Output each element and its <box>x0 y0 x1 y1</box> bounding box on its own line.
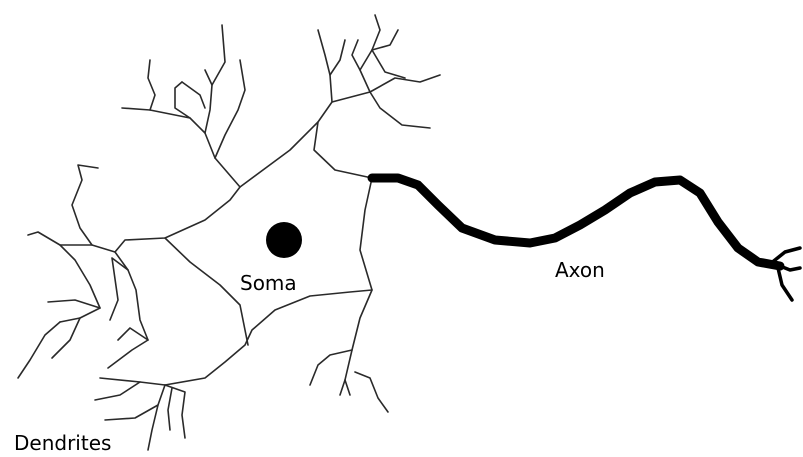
dendrites-label: Dendrites <box>14 431 111 455</box>
dendrites-bottom <box>94 327 186 451</box>
axon-label: Axon <box>555 258 605 282</box>
nucleus <box>266 222 302 258</box>
dendrites-upper-right <box>317 14 441 129</box>
soma-outline <box>99 91 373 386</box>
soma-label: Soma <box>240 271 297 295</box>
axon <box>367 173 785 271</box>
dendrites-upper-left <box>121 24 246 188</box>
axon-terminals <box>768 246 802 302</box>
dendrites-lower-right <box>309 289 389 413</box>
dendrites-left <box>17 164 129 379</box>
